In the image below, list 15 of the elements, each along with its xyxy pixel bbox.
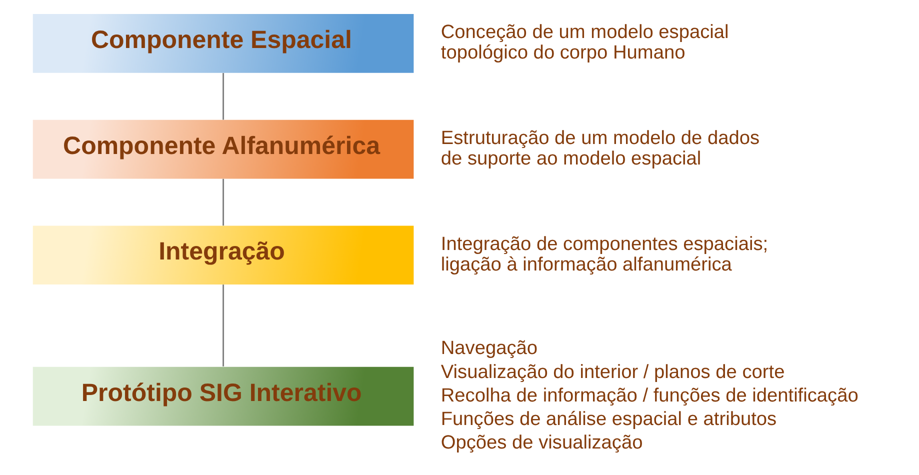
node-box: Integração <box>32 226 414 285</box>
node-box: Componente Alfanumérica <box>32 120 414 179</box>
connector <box>222 178 224 226</box>
node-label: Opções de visualização <box>440 432 642 454</box>
node-label: Funções de análise espacial e atributos <box>440 408 776 430</box>
node-label: Integração de componentes espaciais; ligação à informação alfanumérica <box>440 234 768 276</box>
node-box: Protótipo SIG Interativo <box>32 366 414 426</box>
connector <box>222 284 224 366</box>
node-label: Visualização do interior / planos de corte <box>440 362 784 383</box>
node-label: Conceção de um modelo espacial topológico do corpo Humano <box>440 22 728 64</box>
connector <box>222 73 224 120</box>
node-label: Recolha de informação / funções de identificação <box>440 385 858 406</box>
node-label: Navegação <box>440 338 538 360</box>
node-label: Estruturação de um modelo de dados de suporte ao modelo espacial <box>440 128 760 170</box>
node-box: Componente Espacial <box>32 14 414 73</box>
